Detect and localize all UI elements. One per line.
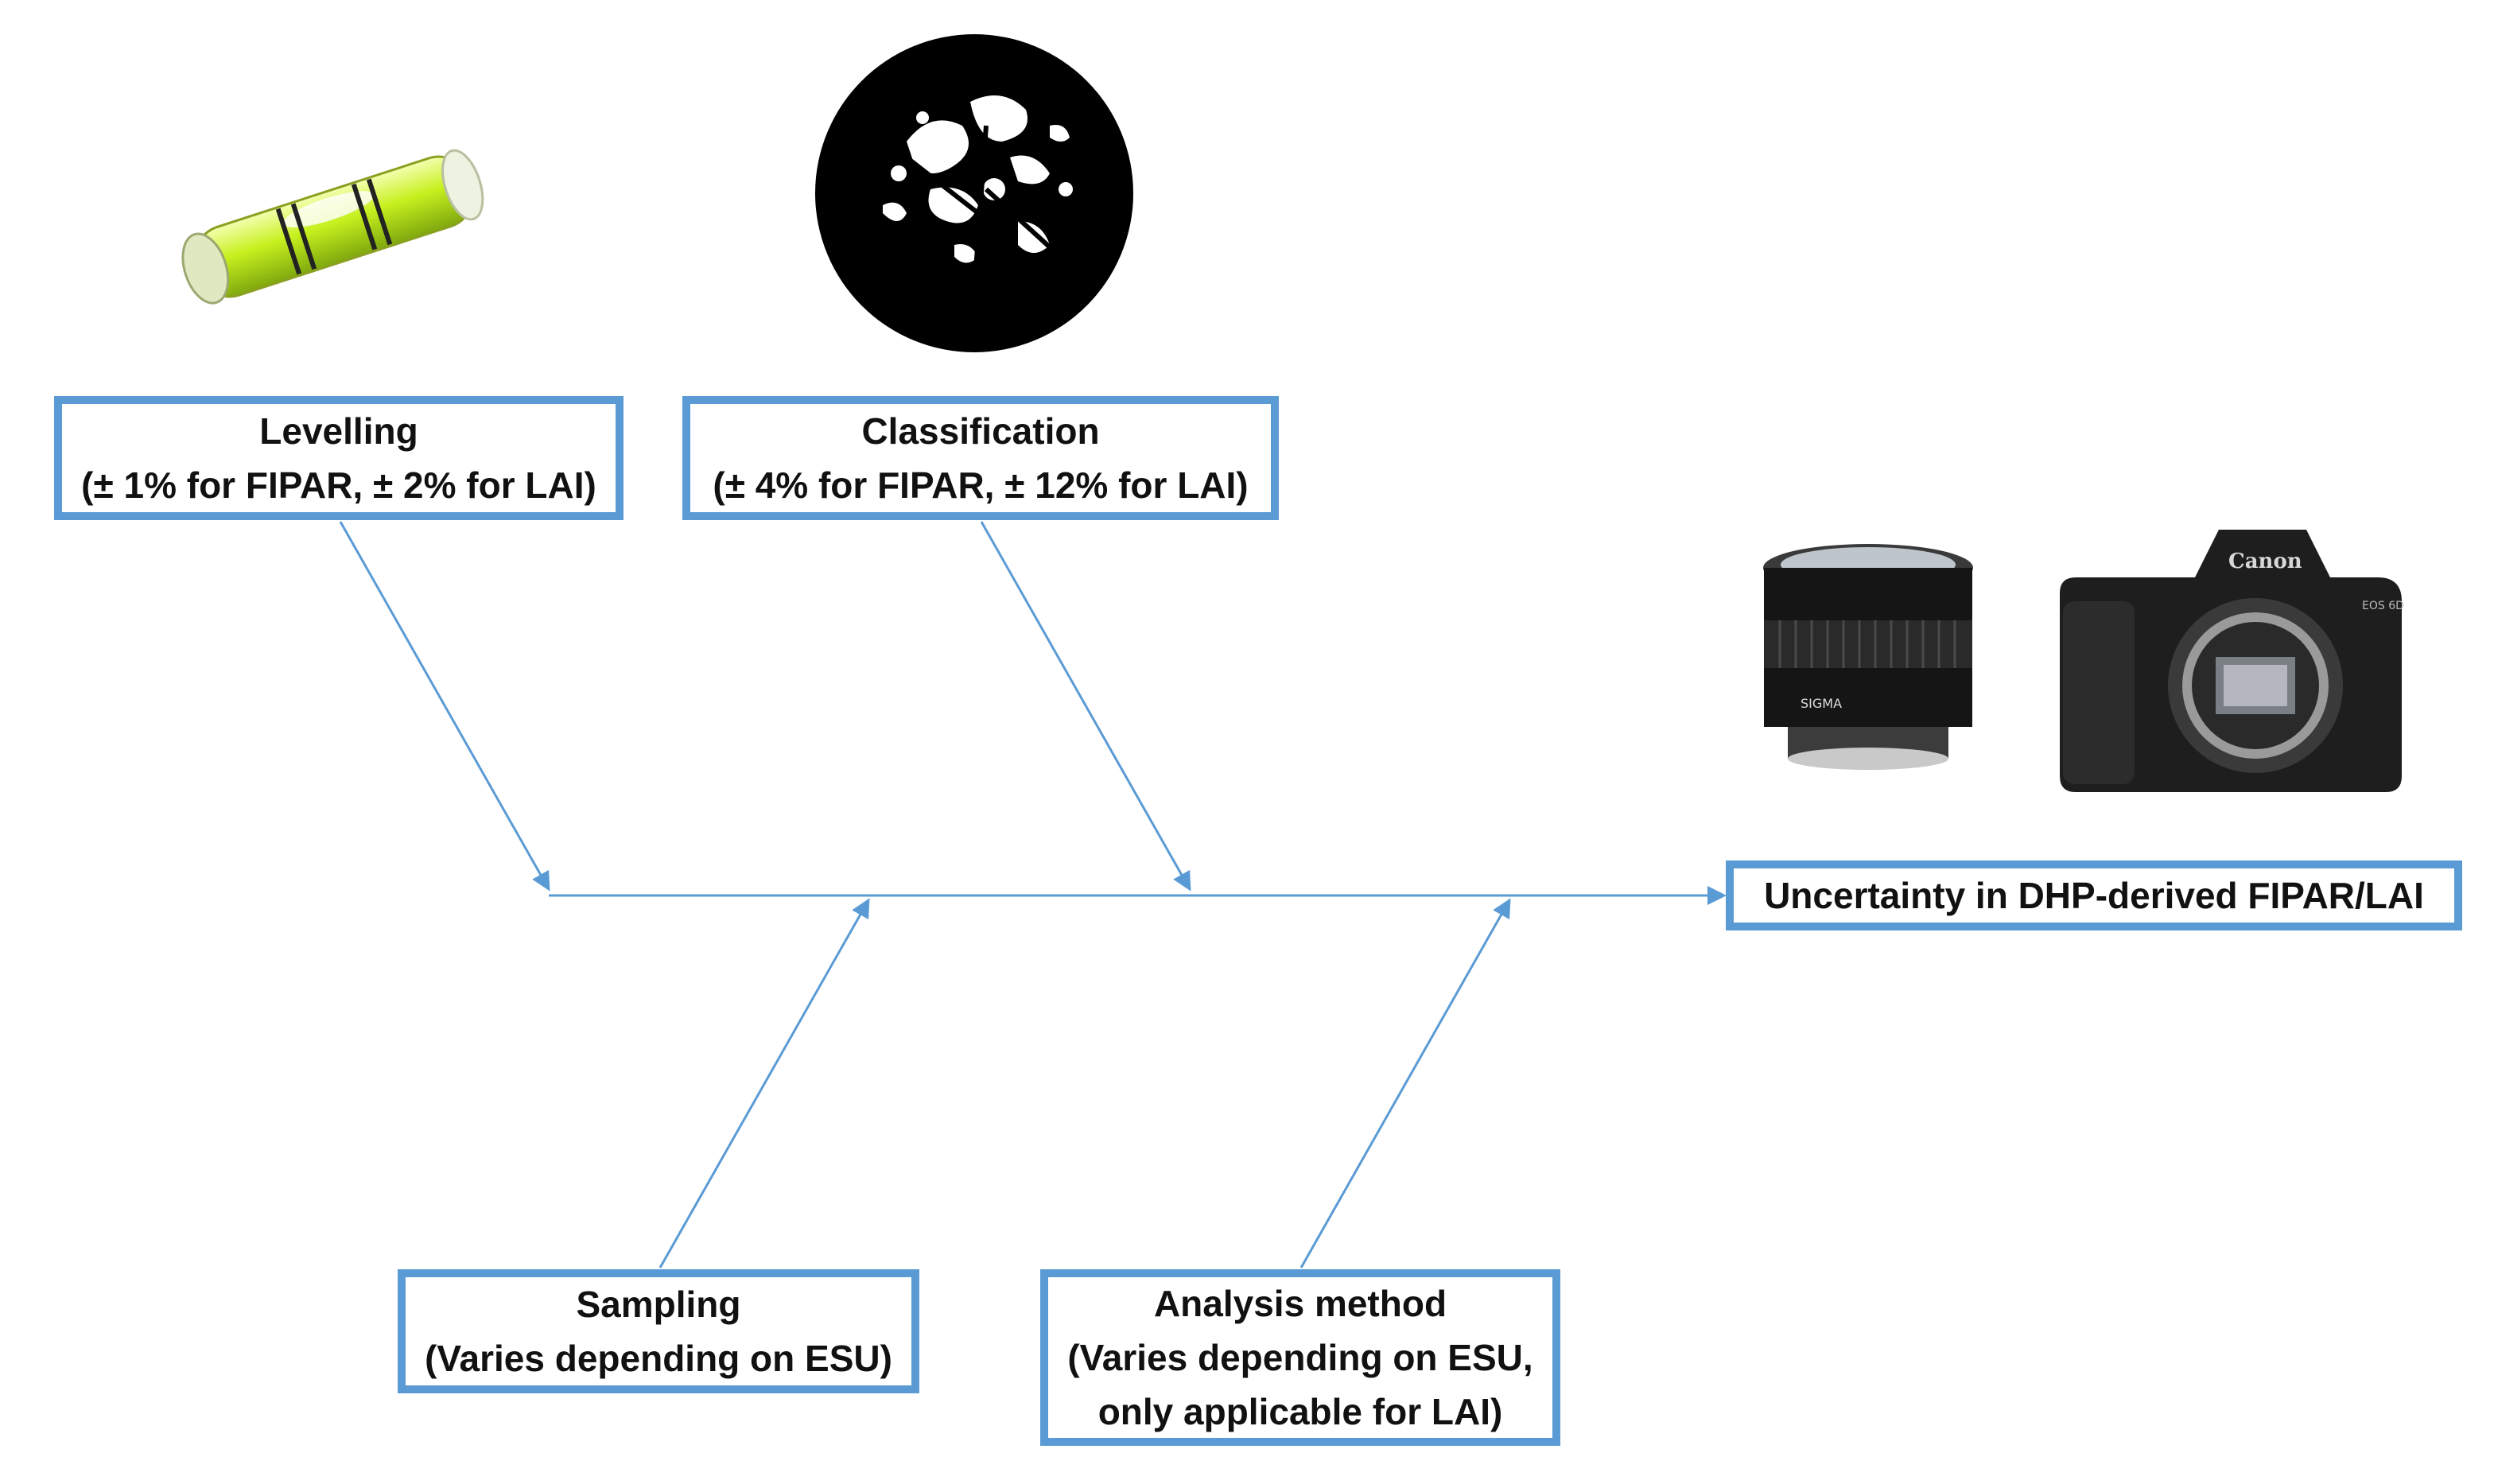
camera-model-label: EOS 6D — [2362, 600, 2404, 612]
camera-brand-label: Canon — [2228, 550, 2302, 573]
levelling-box: Levelling (± 1% for FIPAR, ± 2% for LAI) — [54, 396, 624, 520]
hemispherical-canopy-photo — [815, 34, 1133, 352]
effect-label: Uncertainty in DHP-derived FIPAR/LAI — [1764, 875, 2424, 916]
classification-title: Classification — [861, 410, 1100, 452]
levelling-detail: (± 1% for FIPAR, ± 2% for LAI) — [81, 464, 596, 506]
levelling-arrow — [339, 521, 550, 892]
analysis-detail: (Varies depending on ESU, — [1067, 1337, 1533, 1378]
analysis-method-box: Analysis method (Varies depending on ESU… — [1040, 1269, 1560, 1446]
analysis-detail-2: only applicable for LAI) — [1097, 1391, 1503, 1432]
sampling-detail: (Varies depending on ESU) — [425, 1338, 892, 1379]
classification-box: Classification (± 4% for FIPAR, ± 12% fo… — [682, 396, 1279, 520]
sampling-box: Sampling (Varies depending on ESU) — [398, 1269, 919, 1393]
levelling-title: Levelling — [259, 410, 418, 452]
sampling-title: Sampling — [576, 1284, 741, 1325]
analysis-arrow — [1299, 898, 1511, 1268]
analysis-title: Analysis method — [1153, 1283, 1447, 1324]
lens-brand-label: SIGMA — [1801, 696, 1842, 711]
fisheye-lens-icon: SIGMA — [1763, 544, 1973, 770]
spirit-level-icon — [181, 149, 484, 305]
classification-detail: (± 4% for FIPAR, ± 12% for LAI) — [713, 464, 1249, 506]
uncertainty-effect-box: Uncertainty in DHP-derived FIPAR/LAI — [1726, 860, 2462, 930]
dslr-camera-icon: Canon EOS 6D — [2060, 530, 2404, 792]
classification-arrow — [980, 521, 1191, 892]
sampling-arrow — [658, 898, 870, 1268]
